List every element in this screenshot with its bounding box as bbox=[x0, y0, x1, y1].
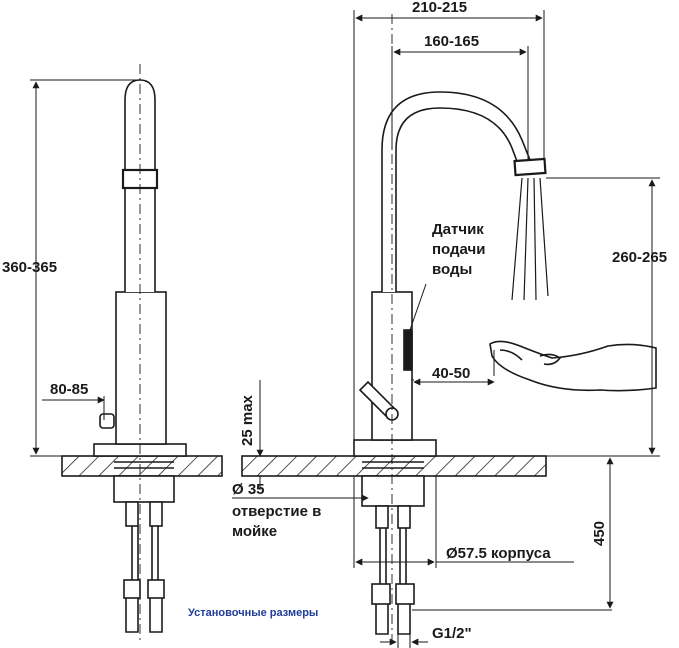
dim-spout-height: 260-265 bbox=[612, 249, 667, 266]
dim-hose-length: 450 bbox=[591, 521, 608, 546]
front-dims bbox=[232, 10, 660, 648]
front-hose-nut-right bbox=[395, 583, 415, 605]
side-knob bbox=[99, 413, 115, 429]
sensor-window bbox=[403, 329, 413, 371]
front-aerator bbox=[513, 157, 547, 177]
front-shank bbox=[361, 475, 425, 507]
front-gooseneck bbox=[381, 91, 532, 292]
hand-illustration bbox=[489, 340, 657, 392]
dim-front-reach: 160-165 bbox=[424, 33, 479, 50]
side-dims bbox=[30, 79, 140, 457]
dim-sensor-distance: 40-50 bbox=[432, 365, 470, 382]
dim-side-height: 360-365 bbox=[2, 259, 57, 276]
dim-front-width: 210-215 bbox=[412, 0, 467, 16]
sensor-label-1: Датчик bbox=[432, 221, 484, 238]
dim-side-offset: 80-85 bbox=[50, 381, 88, 398]
dim-hole-diameter: Ø 35 bbox=[232, 481, 265, 498]
front-view bbox=[241, 14, 657, 640]
side-countertop bbox=[61, 455, 223, 477]
dim-thread: G1/2" bbox=[432, 625, 472, 642]
sensor-label-3: воды bbox=[432, 261, 472, 278]
side-view bbox=[61, 64, 223, 640]
front-countertop bbox=[241, 455, 547, 477]
dim-deck-thickness: 25 max bbox=[239, 394, 256, 446]
side-hose-nut-right bbox=[147, 579, 165, 599]
side-shank bbox=[113, 475, 175, 503]
front-base-plate bbox=[353, 439, 437, 457]
side-body bbox=[115, 291, 167, 445]
hole-label-1: отверстие в bbox=[232, 503, 321, 520]
drawing-caption: Установочные размеры bbox=[188, 607, 318, 619]
sensor-label-2: подачи bbox=[432, 241, 485, 258]
hole-label-2: мойке bbox=[232, 523, 277, 540]
dim-body-diameter: Ø57.5 корпуса bbox=[446, 545, 551, 562]
front-hose-nut-left bbox=[371, 583, 391, 605]
side-hose-nut-left bbox=[123, 579, 141, 599]
